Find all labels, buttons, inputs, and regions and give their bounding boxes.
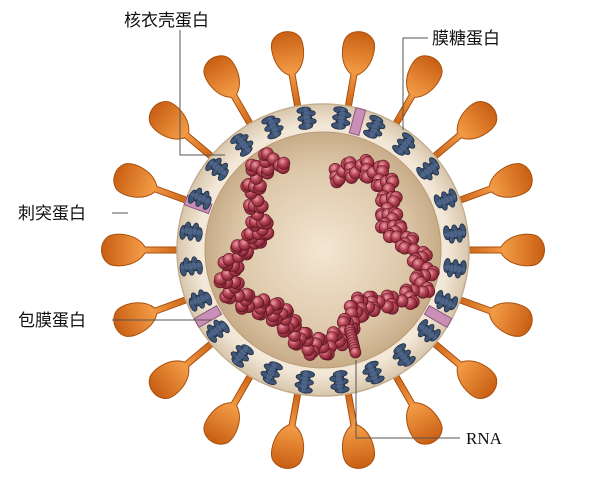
membrane-glycoprotein	[188, 187, 212, 210]
membrane-glycoprotein	[433, 188, 458, 211]
membrane-glycoprotein	[362, 360, 385, 385]
membrane-glycoprotein	[205, 157, 229, 181]
membrane-glycoprotein	[206, 319, 230, 343]
spike-protein	[427, 101, 498, 164]
spike-protein	[427, 336, 498, 399]
leader-nucleocapsid	[179, 30, 225, 156]
leader-lines	[112, 30, 460, 439]
membrane-glycoprotein	[261, 115, 284, 140]
spike-protein	[452, 294, 533, 337]
membrane-glycoprotein	[230, 344, 254, 368]
membrane-glycoprotein	[230, 133, 254, 157]
label-envelope: 包膜蛋白	[18, 311, 86, 331]
membrane-glycoprotein	[179, 221, 203, 242]
membrane-glycoprotein	[188, 289, 213, 312]
spike-proteins	[101, 31, 545, 469]
membrane-glycoprotein	[392, 132, 416, 156]
membrane-glycoprotein	[329, 370, 350, 394]
spike-protein	[113, 294, 194, 337]
spike-protein	[148, 336, 219, 399]
spike-protein	[341, 386, 376, 469]
membrane-glycoprotein	[417, 319, 441, 343]
membrane-glycoprotein	[179, 256, 203, 277]
spike-protein	[270, 386, 305, 469]
spike-protein	[389, 369, 443, 445]
membrane-glycoprotein	[434, 290, 458, 313]
membrane-glycoprotein	[416, 157, 440, 181]
label-membrane-glyco: 膜糖蛋白	[432, 29, 500, 49]
membrane-glycoprotein	[363, 115, 386, 139]
spike-protein	[113, 163, 194, 206]
label-spike: 刺突蛋白	[18, 204, 86, 224]
membrane-glycoprotein	[294, 370, 315, 394]
membrane-glycoprotein	[443, 223, 467, 244]
envelope-protein	[193, 304, 223, 329]
spike-protein	[203, 55, 257, 131]
rna-nucleocapsid-coil	[213, 147, 440, 361]
label-nucleocapsid: 核衣壳蛋白	[124, 11, 209, 31]
membrane-glycoprotein	[260, 361, 283, 385]
membrane-glycoproteins	[179, 106, 467, 394]
spike-protein	[203, 369, 257, 445]
spike-protein	[341, 31, 376, 114]
spike-protein	[148, 101, 219, 164]
envelope-protein	[423, 304, 453, 329]
label-rna: RNA	[466, 429, 503, 448]
rna-bead	[277, 156, 291, 170]
envelope-protein	[348, 107, 367, 136]
leader-rna	[355, 360, 460, 439]
spike-protein	[452, 163, 533, 206]
membrane-glycoprotein	[392, 343, 416, 367]
rna-bead	[349, 346, 362, 359]
membrane-glycoprotein	[331, 106, 352, 130]
membrane-glycoprotein	[443, 258, 467, 279]
spike-protein	[462, 233, 545, 267]
spike-protein	[270, 31, 305, 114]
spike-protein	[101, 233, 184, 267]
membrane-glycoprotein	[296, 106, 317, 130]
leader-membrane-glyco	[402, 37, 428, 130]
